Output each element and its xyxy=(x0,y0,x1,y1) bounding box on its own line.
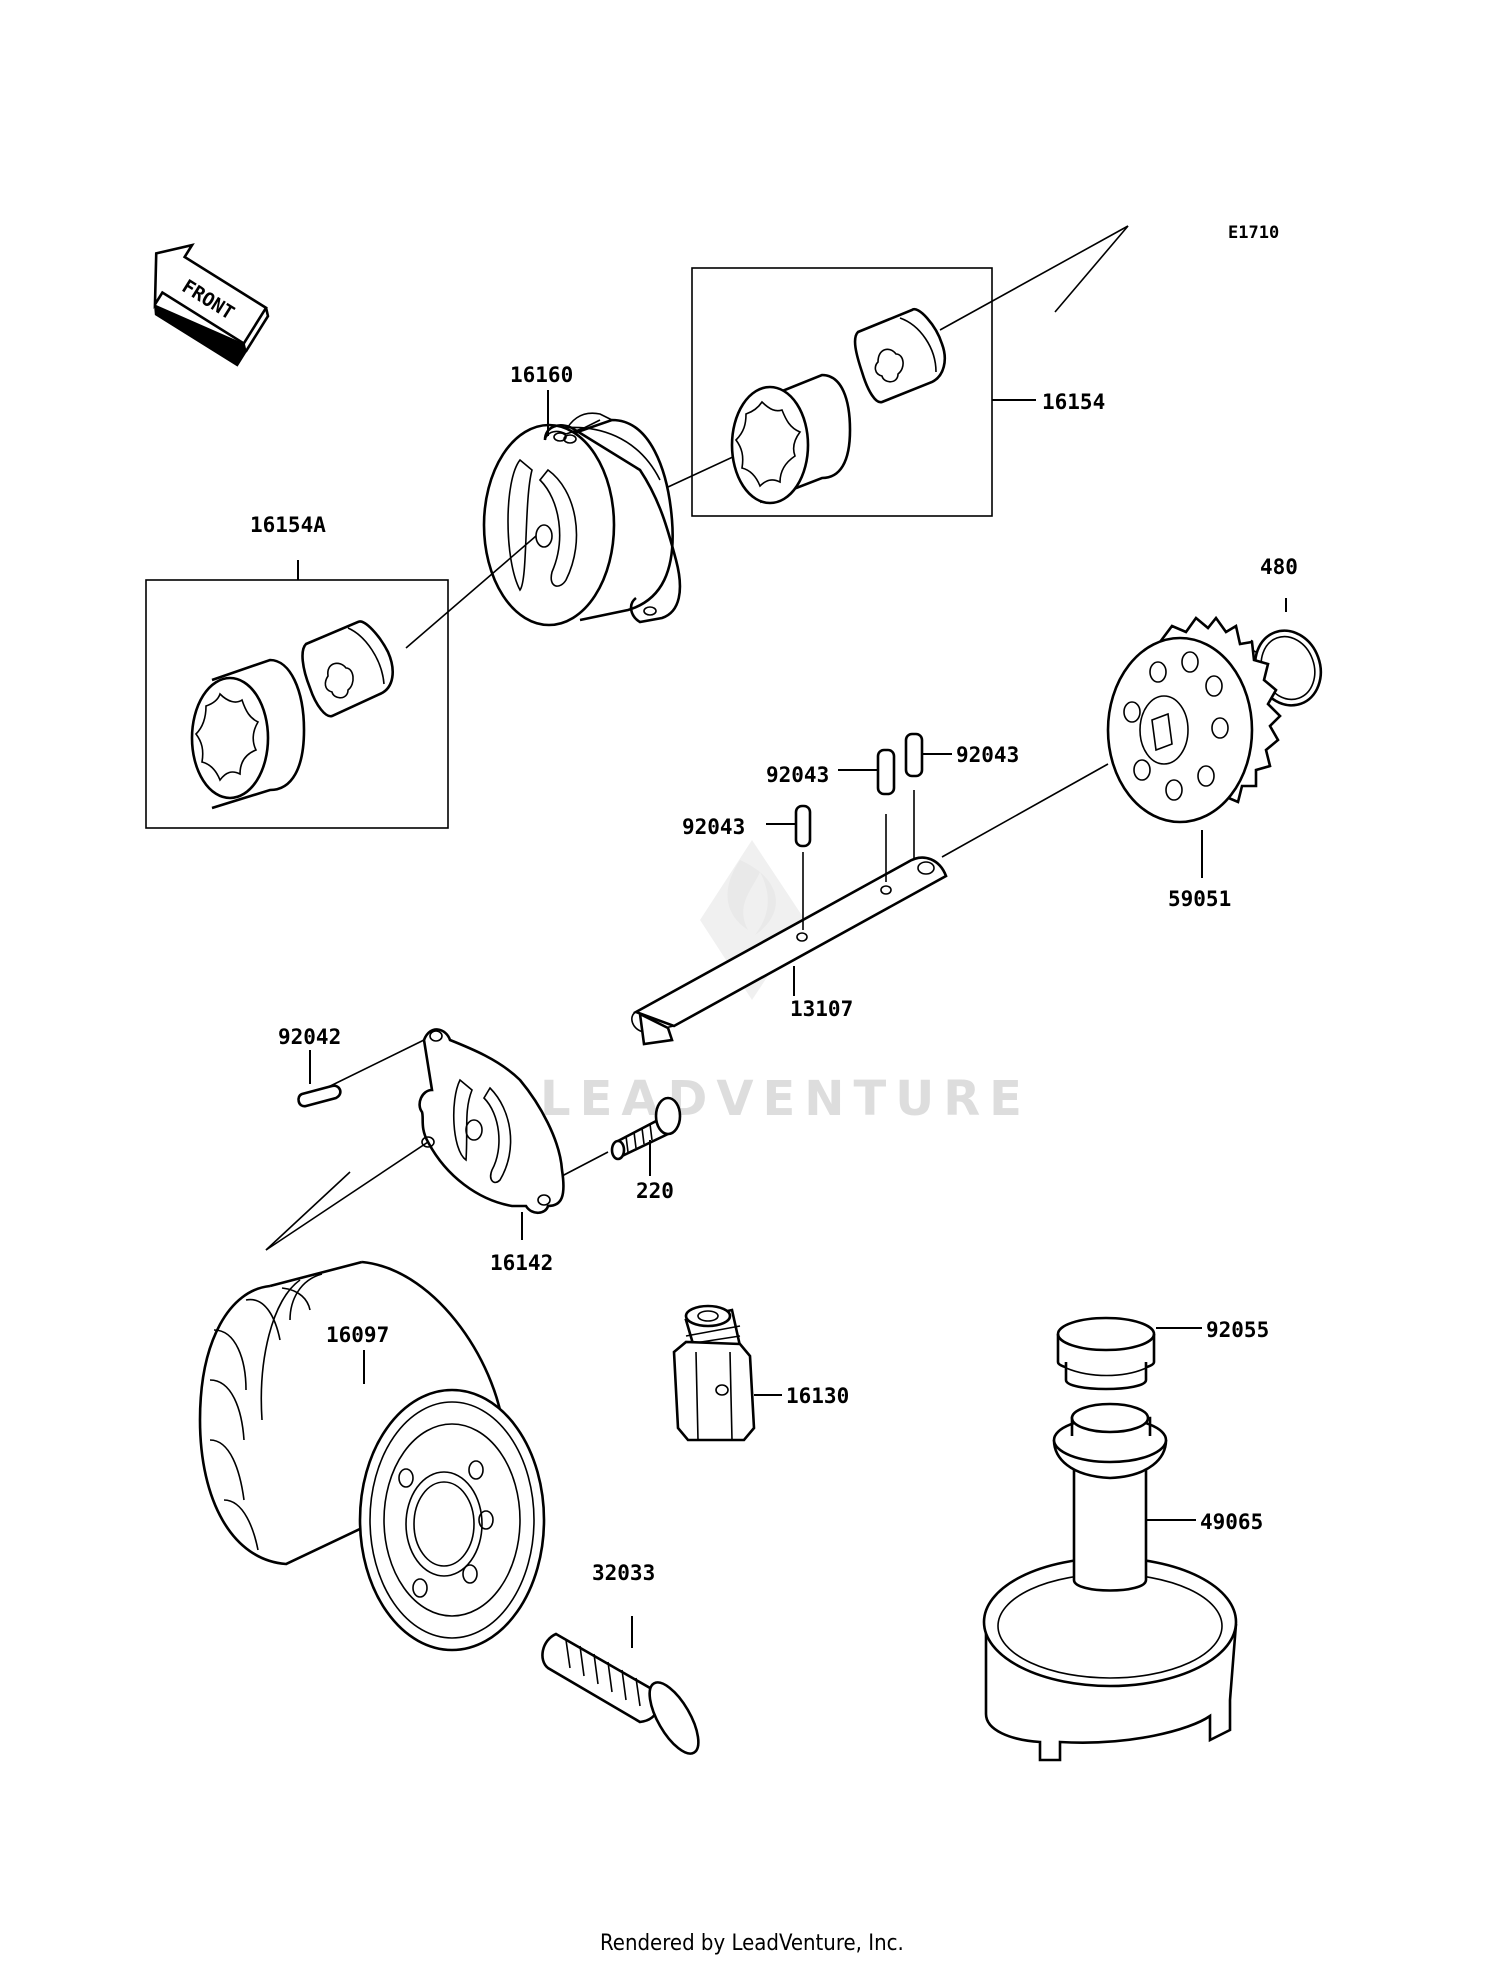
pin-92043-c xyxy=(766,804,812,930)
shaft-13107 xyxy=(631,856,948,1046)
inner-rotor-16154A xyxy=(301,620,394,718)
label-59051[interactable]: 59051 xyxy=(1168,887,1231,911)
label-480[interactable]: 480 xyxy=(1260,555,1298,579)
outer-rotor-16154 xyxy=(730,373,852,505)
label-16097[interactable]: 16097 xyxy=(326,1323,389,1347)
pin-92043-a xyxy=(838,748,896,882)
label-92043-b[interactable]: 92043 xyxy=(956,743,1019,767)
pin-92043-b xyxy=(904,732,952,860)
label-16160[interactable]: 16160 xyxy=(510,363,573,387)
watermark: LEADVENTURE xyxy=(540,840,1031,1127)
bolt-220 xyxy=(610,1096,682,1176)
label-49065[interactable]: 49065 xyxy=(1200,1510,1263,1534)
front-arrow-icon: FRONT xyxy=(153,243,270,367)
strainer-32033 xyxy=(541,1616,700,1755)
label-92042[interactable]: 92042 xyxy=(278,1025,341,1049)
tool-49065 xyxy=(982,1402,1238,1762)
label-16130[interactable]: 16130 xyxy=(786,1384,849,1408)
pin-92042 xyxy=(297,1050,342,1108)
outer-rotor-16154A xyxy=(190,658,306,810)
label-92055[interactable]: 92055 xyxy=(1206,1318,1269,1342)
label-32033[interactable]: 32033 xyxy=(592,1561,655,1585)
label-16154A[interactable]: 16154A xyxy=(250,513,326,537)
watermark-text: LEADVENTURE xyxy=(540,1071,1031,1127)
label-92043-a[interactable]: 92043 xyxy=(766,763,829,787)
cap-92055 xyxy=(1056,1316,1202,1391)
footer-credit: Rendered by LeadVenture, Inc. xyxy=(600,1931,904,1956)
diagram-code: E1710 xyxy=(1228,223,1279,243)
gear-59051 xyxy=(1106,615,1282,878)
oil-filter-16097 xyxy=(198,1260,546,1652)
label-16142[interactable]: 16142 xyxy=(490,1251,553,1275)
fitting-16130 xyxy=(672,1304,782,1442)
box-16154 xyxy=(691,267,993,517)
label-92043-c[interactable]: 92043 xyxy=(682,815,745,839)
pump-body-16160 xyxy=(482,412,682,627)
label-16154[interactable]: 16154 xyxy=(1042,390,1105,414)
inner-rotor-16154 xyxy=(853,307,946,404)
label-220[interactable]: 220 xyxy=(636,1179,674,1203)
label-13107[interactable]: 13107 xyxy=(790,997,853,1021)
pump-cover-16142 xyxy=(418,1028,565,1240)
